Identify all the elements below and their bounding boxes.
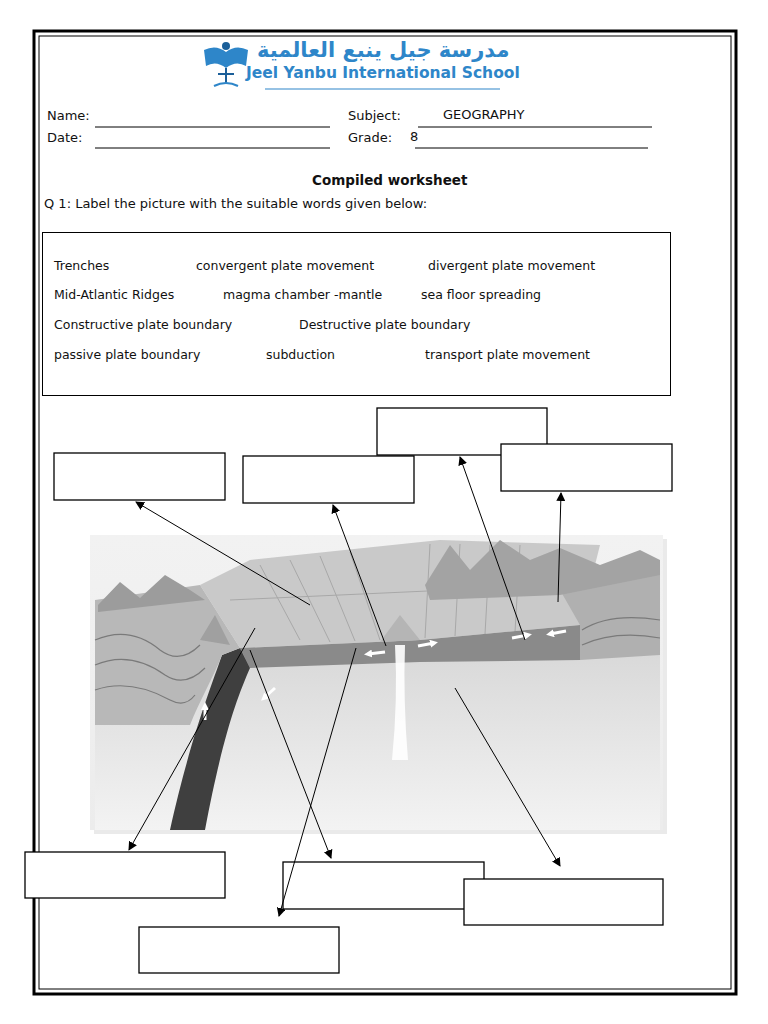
- leader-lines: [129, 457, 561, 916]
- school-name-arabic: مدرسة جيل ينبع العالمية: [257, 38, 509, 63]
- word-bank-term: convergent plate movement: [196, 258, 374, 273]
- school-name-english: Jeel Yanbu International School: [246, 64, 520, 83]
- worksheet-title: Compiled worksheet: [312, 172, 467, 188]
- word-bank-term: subduction: [266, 347, 335, 362]
- school-logo: [204, 42, 248, 86]
- word-bank-term: Mid-Atlantic Ridges: [54, 287, 174, 302]
- question-text: Q 1: Label the picture with the suitable…: [44, 196, 427, 212]
- field-value: GEOGRAPHY: [443, 107, 525, 123]
- field-value: 8: [410, 129, 418, 145]
- field-label: Grade:: [348, 130, 392, 146]
- word-bank-term: magma chamber -mantle: [223, 287, 382, 302]
- field-label: Date:: [47, 130, 82, 146]
- field-label: Name:: [47, 108, 90, 124]
- word-bank-term: Constructive plate boundary: [54, 317, 232, 332]
- word-bank-term: Trenches: [54, 258, 109, 273]
- word-bank-term: Destructive plate boundary: [299, 317, 470, 332]
- answer-boxes: [25, 408, 672, 973]
- word-bank-term: passive plate boundary: [54, 347, 200, 362]
- field-label: Subject:: [348, 108, 401, 124]
- plate-boundary-illustration: [90, 535, 667, 834]
- word-bank-term: transport plate movement: [425, 347, 590, 362]
- word-bank-box: Trenches convergent plate movement diverge…: [42, 232, 671, 396]
- word-bank-term: sea floor spreading: [421, 287, 541, 302]
- word-bank-term: divergent plate movement: [428, 258, 595, 273]
